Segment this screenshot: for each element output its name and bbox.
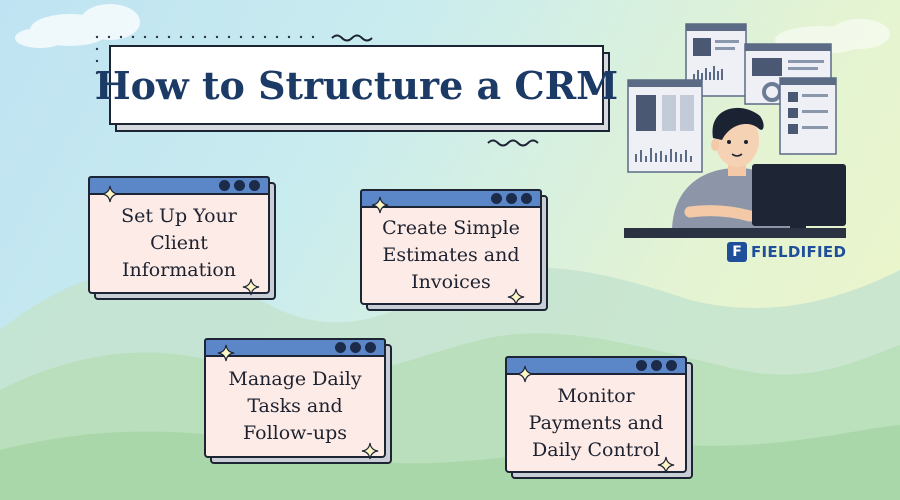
page-title: How to Structure a CRM [94,62,619,108]
sparkle-icon [516,365,534,383]
card-estimates-invoices: Create Simple Estimates and Invoices [360,189,548,311]
card-label: Manage Daily Tasks and Follow-ups [228,368,362,444]
sparkle-icon [657,456,675,474]
card-daily-tasks: Manage Daily Tasks and Follow-ups [204,338,392,464]
title-banner: How to Structure a CRM [95,45,618,125]
card-body: Monitor Payments and Daily Control [505,373,687,473]
decor-dots [95,35,315,75]
card-monitor-payments: Monitor Payments and Daily Control [505,356,693,479]
card-body: Set Up Your Client Information [88,193,270,294]
sparkle-icon [242,278,260,296]
squiggle-bottom [487,139,539,147]
card-body: Create Simple Estimates and Invoices [360,206,542,305]
sparkle-icon [371,196,389,214]
sparkle-icon [217,344,235,362]
dashboard-panel-4 [779,77,837,155]
window-dots-icon [636,360,677,371]
card-body: Manage Daily Tasks and Follow-ups [204,355,386,458]
card-label: Monitor Payments and Daily Control [528,384,664,461]
sparkle-icon [101,185,119,203]
cloud-left [15,4,140,48]
sparkle-icon [361,442,379,460]
dashboard-panel-3 [627,79,703,173]
window-dots-icon [491,193,532,204]
window-dots-icon [335,342,376,353]
window-dots-icon [219,180,260,191]
sparkle-icon [507,288,525,306]
squiggle-top [331,34,373,42]
card-client-information: Set Up Your Client Information [88,176,276,300]
desk [624,228,846,238]
card-label: Set Up Your Client Information [121,205,237,281]
logo-wordmark: FIELDIFIED [751,243,847,261]
card-label: Create Simple Estimates and Invoices [382,217,520,293]
logo-mark-icon: F [727,242,747,262]
fieldified-logo[interactable]: F FIELDIFIED [727,242,846,262]
